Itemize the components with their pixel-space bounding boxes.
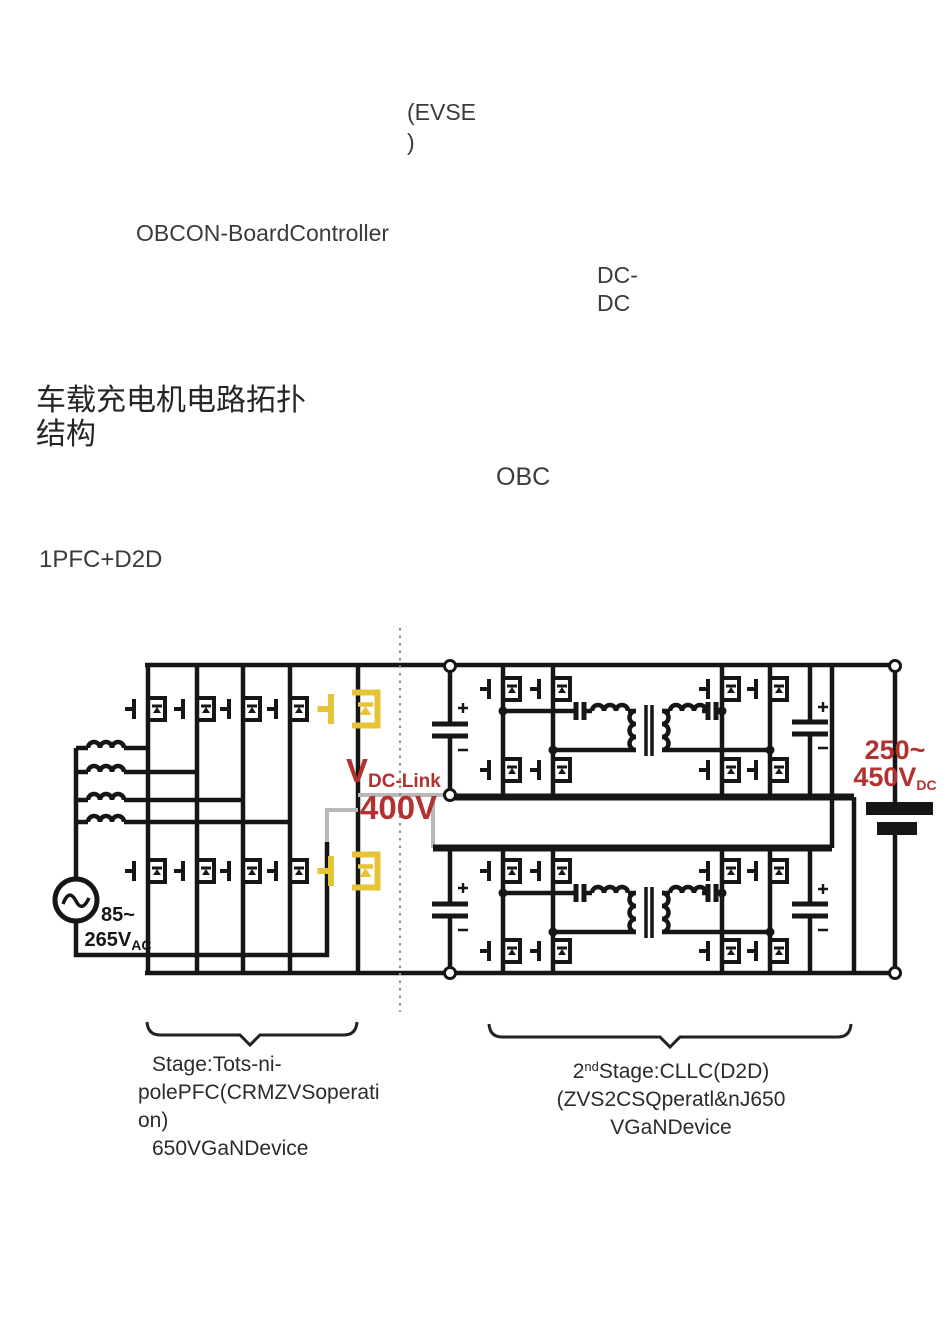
resonant-inductor-icon: [670, 887, 706, 893]
caption-pfc-stage: Stage:Tots-ni- polePFC(CRMZVSoperati on)…: [138, 1053, 380, 1160]
mosfet-icon: [745, 757, 789, 783]
mosfet-icon: [172, 858, 216, 884]
pfc-d2d-label: 1PFC+D2D: [39, 546, 163, 573]
mosfet-icon: [528, 757, 572, 783]
resonant-cap-icon: [573, 702, 587, 720]
cllc-stage-top: [478, 665, 828, 797]
ac-return-wire: [73, 842, 330, 958]
brace-pfc-stage: [145, 1021, 359, 1048]
output-terminal: [888, 659, 902, 673]
mosfet-icon: [745, 858, 789, 884]
dclink-voltage-label: VDC-Link 400V: [346, 752, 441, 826]
pfc-output-wire: [325, 808, 358, 842]
mosfet-icon: [697, 858, 741, 884]
polarity-marks: [458, 883, 468, 932]
mosfet-icon: [528, 938, 572, 964]
transformer-icon: [630, 705, 669, 756]
polarity-marks: [458, 703, 468, 752]
output-capacitor-icon: [792, 848, 828, 973]
output-voltage-label: 250~ 450VDC: [853, 735, 937, 794]
mosfet-icon: [745, 676, 789, 702]
dclink-capacitors: [432, 665, 468, 973]
mosfet-icon: [265, 696, 309, 722]
mosfet-icon: [697, 676, 741, 702]
mosfet-icon: [478, 858, 522, 884]
node-terminal: [443, 966, 457, 980]
node-terminal: [443, 659, 457, 673]
page-title: 车载充电机电路拓扑 结构: [36, 384, 306, 451]
dcdc-label: DC- DC: [597, 262, 638, 316]
obc-controller-label: OBCON-BoardController: [136, 220, 390, 246]
mosfet-icon: [123, 696, 167, 722]
resonant-inductor-icon: [592, 887, 628, 893]
cllc-stage-bottom: [478, 848, 828, 973]
gan-switch-highlight-icon: [318, 693, 378, 726]
mosfet-icon: [218, 858, 262, 884]
ac-input-voltage-label: 85~ 265VAC: [84, 904, 152, 953]
mosfet-icon: [745, 938, 789, 964]
output-capacitor-icon: [792, 665, 828, 797]
resonant-cap-icon: [705, 884, 719, 902]
mosfet-icon: [478, 938, 522, 964]
resonant-cap-icon: [573, 884, 587, 902]
mosfet-icon: [528, 858, 572, 884]
mosfet-icon: [528, 676, 572, 702]
boost-inductors: [76, 742, 290, 825]
mosfet-icon: [123, 858, 167, 884]
mosfet-icon: [172, 696, 216, 722]
mosfet-icon: [478, 676, 522, 702]
brace-cllc-stage: [487, 1023, 853, 1050]
mosfet-icon: [697, 757, 741, 783]
mosfet-icon: [218, 696, 262, 722]
mosfet-icon: [697, 938, 741, 964]
output-terminal: [888, 966, 902, 980]
pfc-stage: [52, 665, 361, 973]
obc-label: OBC: [496, 463, 551, 491]
resonant-inductor-icon: [592, 705, 628, 711]
caption-cllc-stage: 2ndStage:CLLC(D2D) (ZVS2CSQperatl&nJ650 …: [556, 1059, 786, 1139]
battery-icon: [866, 666, 933, 973]
resonant-cap-icon: [705, 702, 719, 720]
resonant-inductor-icon: [670, 705, 706, 711]
mosfet-icon: [478, 757, 522, 783]
node-terminal: [443, 788, 457, 802]
evse-label: (EVSE ): [407, 99, 477, 155]
mosfet-icon: [265, 858, 309, 884]
transformer-icon: [630, 887, 669, 938]
